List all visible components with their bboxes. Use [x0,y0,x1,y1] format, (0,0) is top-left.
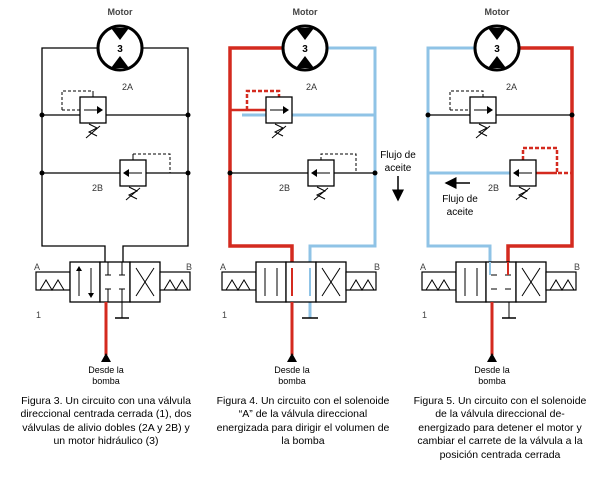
pump-arrow-icon [101,353,111,362]
pump-arrow-icon [287,353,297,362]
figure-5-caption: Figura 5. Un circuito con el solenoide d… [413,395,587,461]
valve-2b-label: 2B [279,183,290,193]
directional-number: 1 [36,310,41,320]
directional-valve [421,261,577,319]
circuit-panel-1: Motor 3 2A [34,7,192,386]
port-a-label: A [420,262,426,272]
valve-2b-label: 2B [488,183,499,193]
relief-valve-2a [449,90,497,139]
motor-label: Motor [293,7,318,17]
port-b-label: B [574,262,580,272]
circuit-panel-2: Motor 3 2A 2B Fl [220,7,416,386]
relief-valve-2a [61,90,107,139]
return-flow-path [426,46,510,262]
valve-2a-label: 2A [506,82,517,92]
motor-number: 3 [494,44,500,55]
relief-valve-2b [119,153,171,201]
pump-label-2: bomba [478,376,506,386]
motor-number: 3 [302,44,308,55]
pump-label-1: Desde la [474,365,510,375]
flow-label-1: Flujo de [380,150,416,161]
figure-3-caption: Figura 3. Un circuito con una válvula di… [20,395,192,448]
pressure-pilot-path [521,146,572,175]
valve-2b-label: 2B [92,183,103,193]
pump-label-2: bomba [92,376,120,386]
pump-arrow-icon [487,353,497,362]
motor-label: Motor [485,7,510,17]
port-a-label: A [220,262,226,272]
directional-number: 1 [222,310,227,320]
port-a-label: A [34,262,40,272]
directional-number: 1 [422,310,427,320]
port-b-label: B [186,262,192,272]
motor-number: 3 [117,44,123,55]
directional-valve [35,261,191,319]
flow-label-2: aceite [385,163,412,174]
pressure-flow-path [506,46,574,262]
flow-label-2: aceite [447,207,474,218]
left-main-line [41,47,106,262]
motor-label: Motor [108,7,133,17]
pump-label-1: Desde la [88,365,124,375]
pump-label-2: bomba [278,376,306,386]
figure-4-caption: Figura 4. Un circuito con el solenoide “… [216,395,390,448]
circuit-panel-3: Motor 3 2A 2B [420,7,580,386]
relief-valve-2b [307,153,357,201]
pressure-pilot-path [245,89,281,110]
valve-2a-label: 2A [306,82,317,92]
relief-valve-2b [509,159,537,201]
directional-valve [221,261,377,319]
valve-2a-label: 2A [122,82,133,92]
right-main-line [122,47,189,262]
pump-label-1: Desde la [274,365,310,375]
hydraulic-motor-icon [473,24,521,72]
relief-valve-2a [265,96,293,139]
port-b-label: B [374,262,380,272]
hydraulic-motor-icon [281,24,329,72]
flow-label-1: Flujo de [442,194,478,205]
